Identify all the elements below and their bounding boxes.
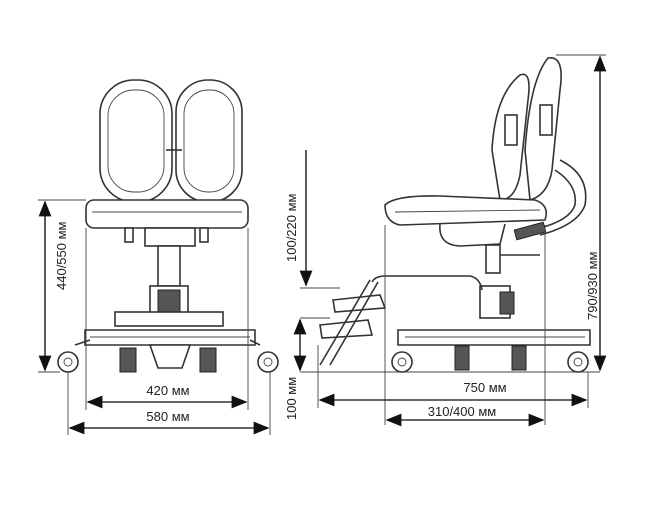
side-seat <box>384 195 548 226</box>
total-height-label: 790/930 мм <box>585 251 600 320</box>
gas-column <box>157 245 181 287</box>
wheel <box>257 351 279 373</box>
footrest-height-label: 100 мм <box>284 377 299 420</box>
base-width-label: 580 мм <box>146 409 189 424</box>
wheel <box>567 351 589 373</box>
backrest-left-pad <box>99 79 173 203</box>
front-height-label: 440/550 мм <box>54 221 69 290</box>
side-dimensions: 100/220 мм 100 мм 790/930 мм 750 мм 310/… <box>284 54 607 427</box>
footrest-range-label: 100/220 мм <box>284 193 299 262</box>
front-dimensions: 440/550 мм 420 мм 580 мм <box>38 199 271 435</box>
backrest-right-pad <box>175 79 243 203</box>
side-view-chair <box>319 57 591 373</box>
seat-depth-label: 310/400 мм <box>428 404 497 419</box>
front-view-chair <box>57 79 279 373</box>
base <box>84 329 256 346</box>
wheel <box>391 351 413 373</box>
footrest-lower <box>319 319 374 339</box>
wheel <box>57 351 79 373</box>
depth-label: 750 мм <box>463 380 506 395</box>
side-base <box>397 329 591 346</box>
seat-width-label: 420 мм <box>146 383 189 398</box>
seat <box>85 199 249 229</box>
